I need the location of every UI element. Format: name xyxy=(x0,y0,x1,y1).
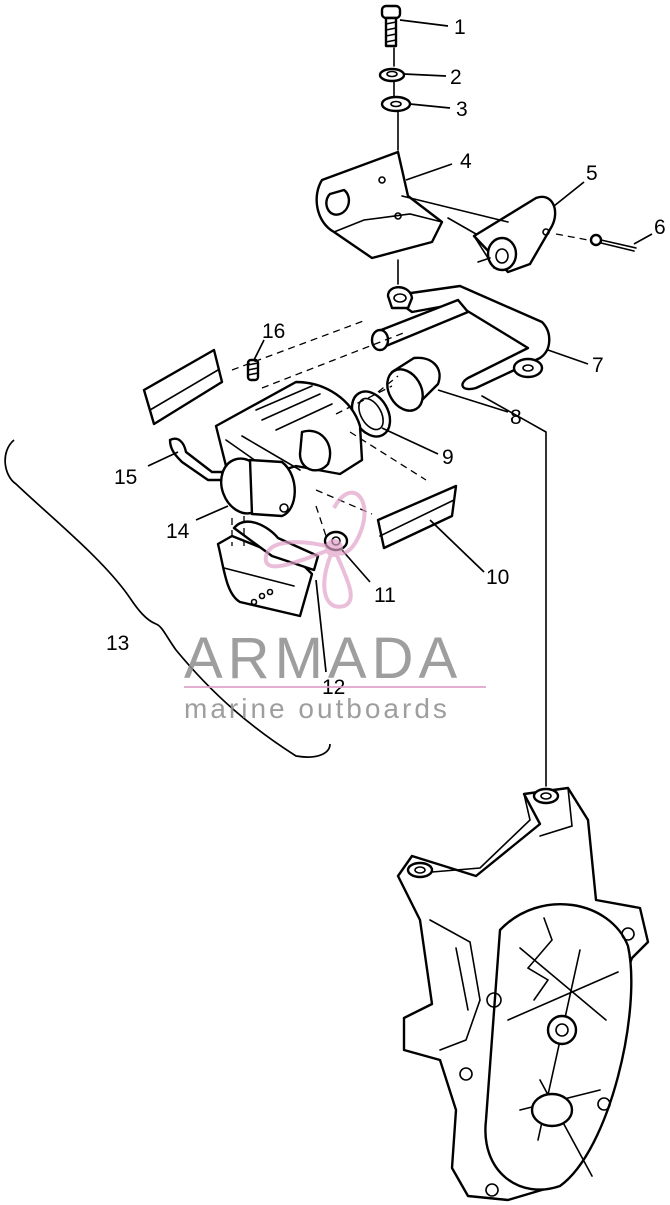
bracket-plate-part xyxy=(315,150,444,260)
callout-4: 4 xyxy=(460,150,472,173)
caliper-body-part xyxy=(214,380,364,480)
callout-14: 14 xyxy=(166,520,190,543)
washer-part xyxy=(380,95,412,113)
watermark-brand: ARMADA xyxy=(184,626,462,691)
group-bracket-13 xyxy=(4,439,331,758)
tube-bracket-part xyxy=(472,195,557,274)
housing-part xyxy=(396,786,650,1202)
callout-5: 5 xyxy=(586,162,598,185)
callout-1: 1 xyxy=(454,16,466,39)
callout-3: 3 xyxy=(456,98,468,121)
callout-2: 2 xyxy=(450,66,462,89)
callout-10: 10 xyxy=(486,566,509,589)
watermark: ARMADA marine outboards xyxy=(184,490,486,724)
propeller-logo-icon xyxy=(263,490,367,609)
pad-shield-lower xyxy=(376,484,458,550)
bolt-part xyxy=(380,4,402,48)
watermark-underline xyxy=(184,686,486,688)
callout-7: 7 xyxy=(592,354,604,377)
spring-part xyxy=(246,358,260,382)
callout-9: 9 xyxy=(442,446,454,469)
callout-11: 11 xyxy=(374,584,396,607)
callout-15: 15 xyxy=(114,466,137,489)
bushing-part xyxy=(386,356,441,412)
watermark-tagline: marine outboards xyxy=(184,693,450,724)
callout-13: 13 xyxy=(106,632,129,655)
callout-16: 16 xyxy=(262,320,285,343)
callout-8: 8 xyxy=(510,406,522,429)
pad-shield-upper xyxy=(142,348,224,426)
nut-part xyxy=(378,67,406,83)
callout-6: 6 xyxy=(654,216,666,239)
screw-part xyxy=(589,233,637,252)
brake-pad-part xyxy=(216,520,320,618)
clip-part xyxy=(168,437,226,482)
piston-part xyxy=(220,457,296,518)
